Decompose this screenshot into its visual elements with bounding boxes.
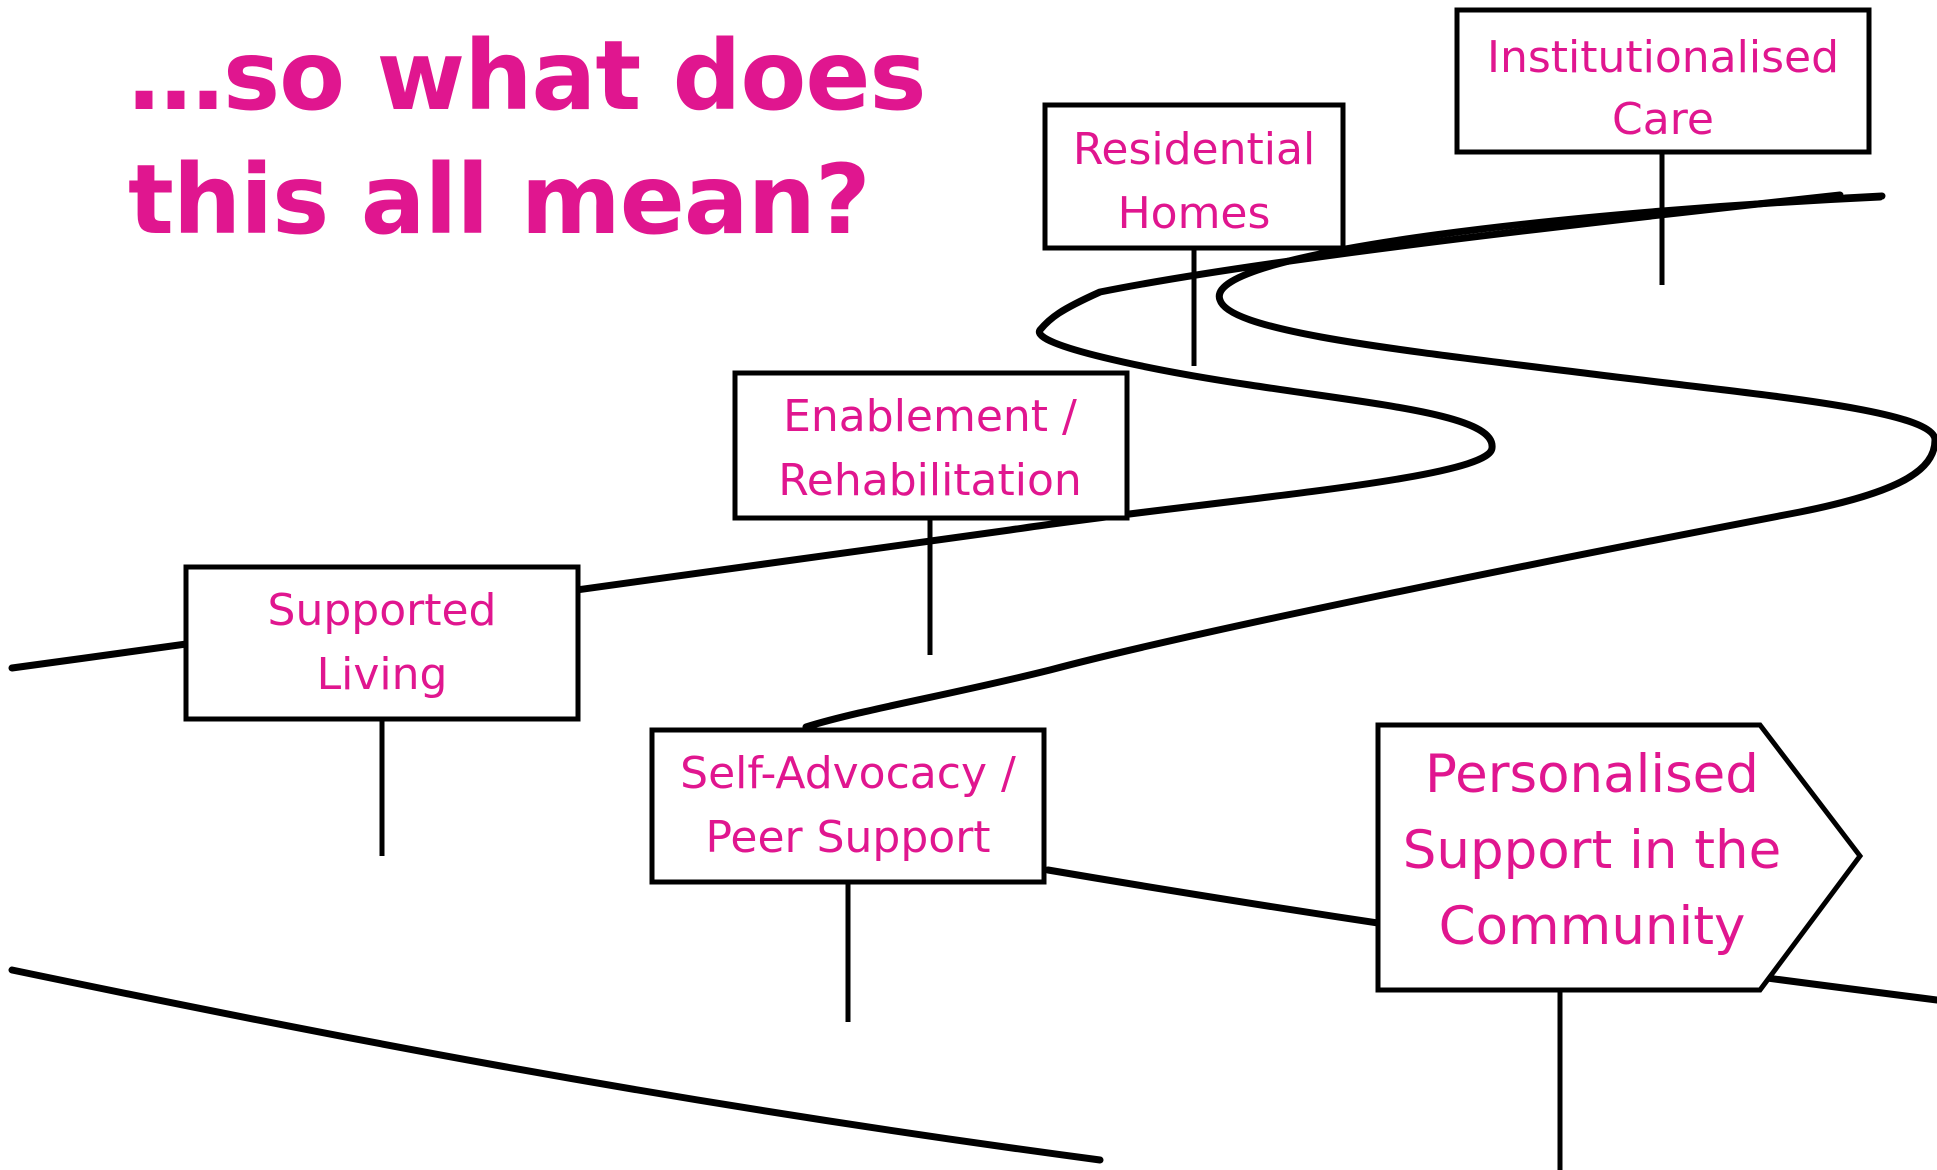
road-edge-outer — [802, 193, 1937, 731]
sign-residential — [1042, 102, 1346, 251]
sign-selfadvocacy — [649, 727, 1047, 885]
sign-residential-line2: Homes — [1118, 188, 1271, 239]
sign-residential-line1: Residential — [1073, 124, 1315, 175]
road-edge-bottom — [8, 966, 1104, 1164]
sign-selfadvocacy-line2: Peer Support — [705, 812, 990, 863]
sign-supported-line2: Living — [317, 649, 448, 700]
sign-institutional — [1454, 7, 1872, 155]
title-line-1: …so what does — [128, 20, 927, 132]
sign-personalised — [1375, 722, 1864, 993]
title-line-2: this all mean? — [128, 144, 871, 256]
page-title: …so what does this all mean? — [128, 14, 948, 262]
sign-institutional-line2: Care — [1612, 94, 1714, 145]
sign-personalised-line2: Support in the — [1403, 820, 1782, 881]
sign-enablement-line2: Rehabilitation — [778, 455, 1082, 506]
road-edge-inner — [8, 191, 1844, 672]
sign-institutional-line1: Institutionalised — [1487, 32, 1839, 83]
sign-personalised-line3: Community — [1439, 896, 1746, 957]
sign-enablement-line1: Enablement / — [783, 391, 1077, 442]
sign-supported-line1: Supported — [268, 585, 497, 636]
sign-supported — [183, 564, 581, 722]
road-end-cap — [1841, 192, 1886, 202]
sign-selfadvocacy-line1: Self-Advocacy / — [680, 748, 1016, 799]
sign-enablement — [732, 370, 1130, 521]
sign-personalised-line1: Personalised — [1425, 744, 1759, 805]
